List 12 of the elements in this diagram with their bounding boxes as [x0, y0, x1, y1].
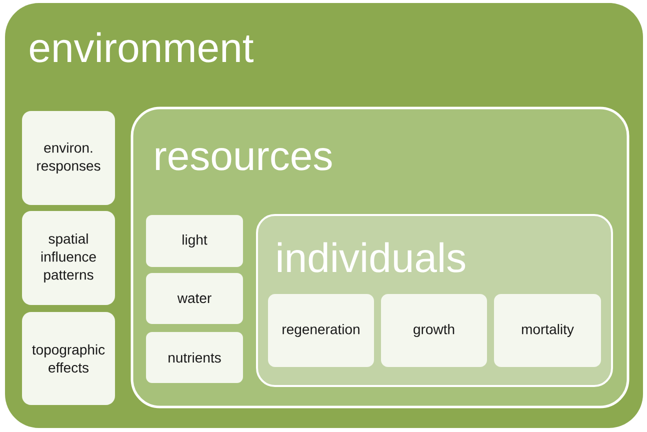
heading: resources	[156, 148, 332, 170]
text-box: regeneration	[268, 294, 374, 367]
text-box: topographic effects	[22, 312, 115, 405]
text-box: growth	[381, 294, 487, 367]
text-box: mortality	[494, 294, 601, 367]
text-box: nutrients	[146, 332, 243, 383]
text-box: light	[146, 215, 243, 267]
heading: environment	[30, 32, 254, 62]
text-box: spatial influence patterns	[22, 211, 115, 305]
text-box: environ. responses	[22, 111, 115, 205]
heading: individuals	[278, 242, 466, 272]
text-box: water	[146, 273, 243, 324]
